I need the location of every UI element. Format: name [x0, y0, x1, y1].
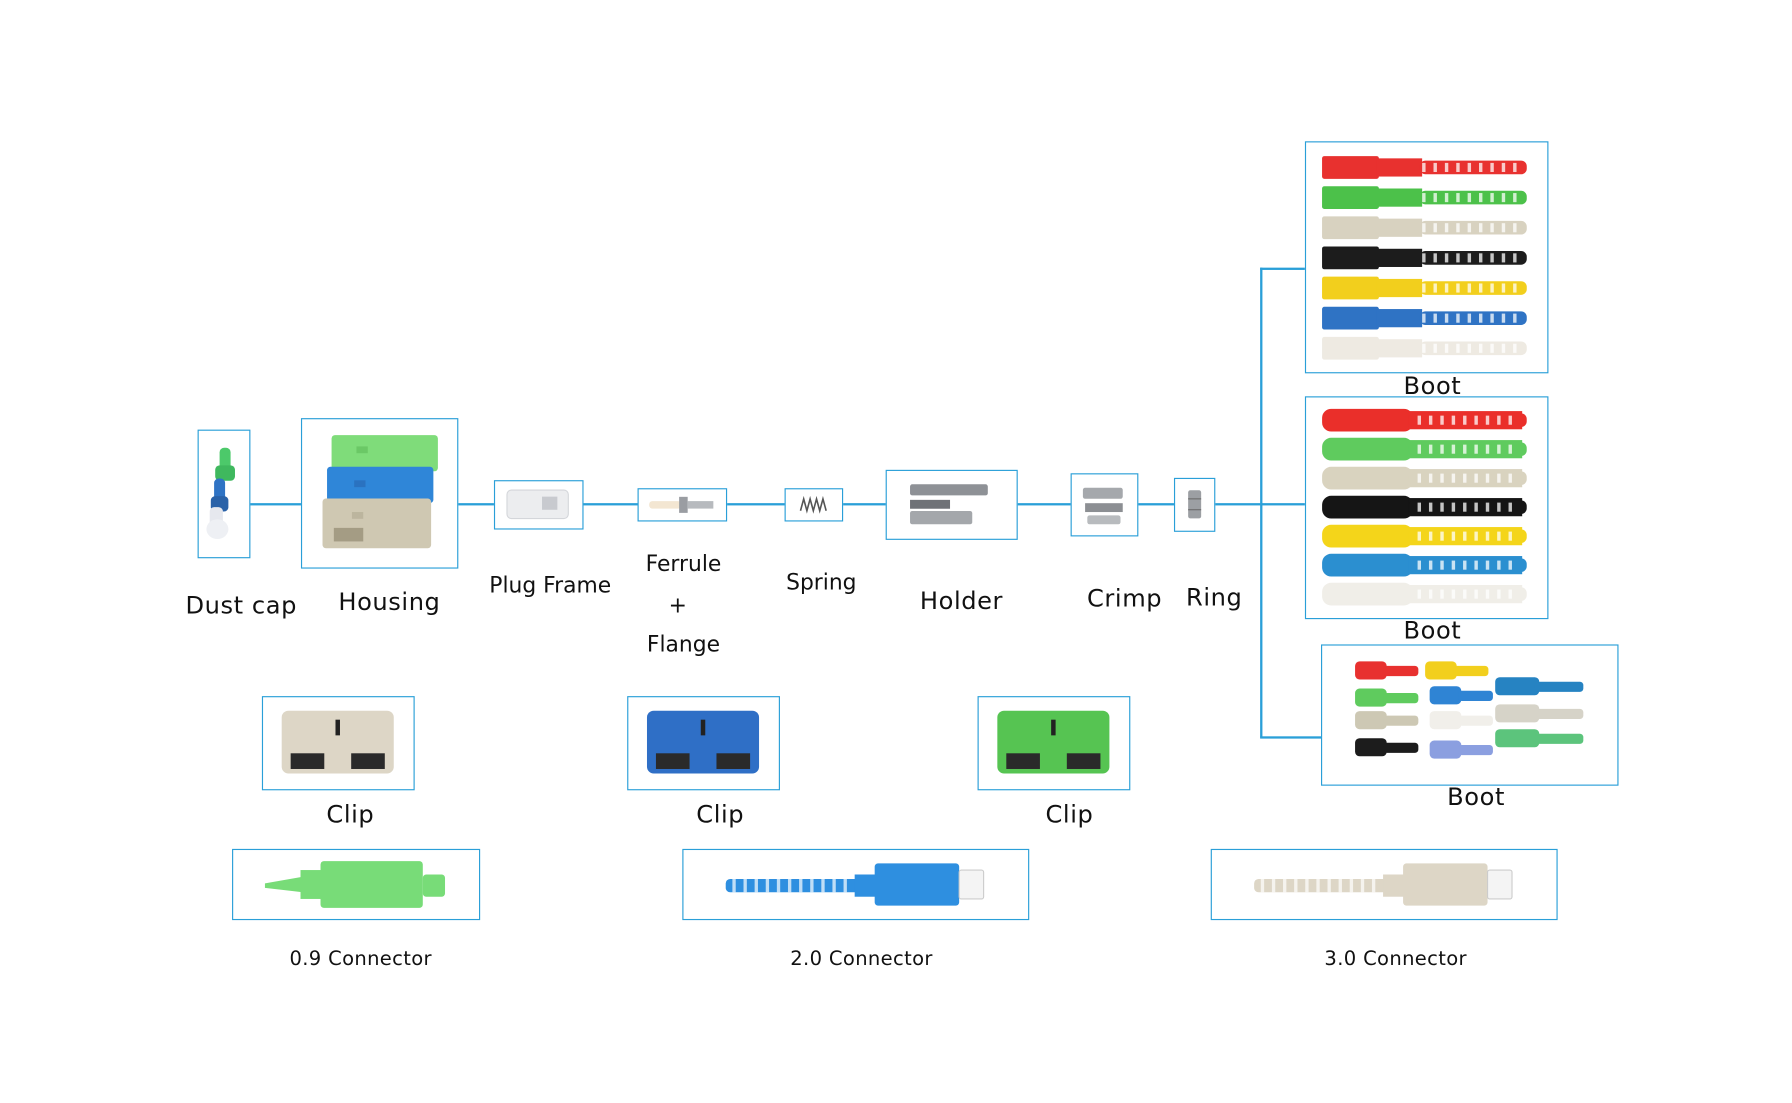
housing-image — [300, 418, 459, 569]
clip-label-1: Clip — [326, 800, 375, 829]
boot-image-2 — [1304, 396, 1549, 620]
boot-piece — [1429, 686, 1493, 705]
flange-label: Flange — [646, 631, 721, 658]
connector-0-9-image — [232, 848, 481, 921]
boot-label-1: Boot — [1403, 372, 1462, 400]
connector-drawing — [725, 863, 985, 906]
connector-2-0-label: 2.0 Connector — [790, 947, 933, 971]
clip-image-3 — [977, 696, 1131, 791]
boot-piece — [1322, 336, 1527, 360]
crimp-image — [1070, 473, 1139, 537]
connector-drawing — [264, 861, 446, 908]
connector-2-0-image — [682, 848, 1030, 921]
plus-sign: + — [668, 592, 687, 619]
crimp-label: Crimp — [1087, 584, 1163, 613]
spring-image — [784, 488, 844, 522]
clip-key — [335, 719, 340, 736]
clip-port — [290, 753, 325, 769]
boot-branch-2 — [1260, 503, 1305, 505]
boot-piece — [1322, 186, 1527, 209]
boot-piece — [1322, 246, 1527, 270]
boot-piece — [1322, 582, 1527, 606]
spring-label: Spring — [786, 569, 857, 596]
boot-piece — [1495, 704, 1584, 723]
ring-image — [1173, 477, 1216, 532]
clip-port — [655, 753, 690, 769]
boot-branch-3 — [1260, 736, 1322, 739]
dust-cap-image — [197, 429, 251, 559]
connector-3-0-label: 3.0 Connector — [1324, 947, 1467, 971]
dust-cap-label: Dust cap — [185, 591, 297, 620]
boot-piece — [1355, 738, 1419, 757]
clip-port — [351, 753, 385, 769]
connector-3-0-image — [1210, 848, 1558, 921]
boot-piece — [1355, 688, 1419, 707]
ferrule-flange-image — [637, 488, 728, 522]
boot-piece — [1429, 740, 1493, 759]
clip-key — [1051, 719, 1056, 736]
boot-piece — [1322, 466, 1527, 490]
plug-frame-image — [493, 480, 584, 530]
boot-piece — [1429, 711, 1493, 730]
boot-piece — [1322, 437, 1527, 461]
boot-piece — [1355, 661, 1419, 680]
boot-branch-vertical — [1260, 267, 1262, 738]
clip-image-2 — [627, 696, 780, 791]
ring-label: Ring — [1185, 583, 1243, 612]
boot-piece — [1322, 553, 1527, 577]
ferrule-label: Ferrule — [645, 551, 722, 577]
clip-port — [1006, 753, 1040, 769]
plug-frame-label: Plug Frame — [489, 573, 612, 599]
boot-piece — [1322, 216, 1527, 240]
holder-label: Holder — [919, 586, 1004, 615]
clip-label-2: Clip — [696, 800, 745, 829]
boot-branch-1 — [1260, 267, 1305, 270]
housing-label: Housing — [338, 588, 441, 616]
boot-label-2: Boot — [1403, 616, 1462, 645]
boot-piece — [1495, 677, 1584, 696]
boot-image-3 — [1321, 644, 1619, 786]
clip-key — [700, 719, 706, 736]
main-connector-line — [249, 503, 1261, 505]
boot-piece — [1322, 408, 1527, 432]
clip-port — [716, 753, 751, 769]
connector-drawing — [1254, 863, 1513, 906]
boot-piece — [1322, 524, 1527, 548]
boot-piece — [1322, 156, 1527, 179]
clip-image-1 — [261, 696, 415, 791]
boot-piece — [1495, 729, 1584, 748]
boot-piece — [1322, 306, 1527, 330]
connector-0-9-label: 0.9 Connector — [289, 947, 432, 971]
boot-piece — [1322, 495, 1527, 519]
clip-label-3: Clip — [1045, 800, 1094, 829]
boot-image-1 — [1304, 141, 1549, 374]
holder-image — [885, 469, 1018, 540]
boot-label-3: Boot — [1447, 783, 1505, 811]
clip-port — [1066, 753, 1101, 769]
boot-piece — [1322, 276, 1527, 300]
boot-piece — [1425, 661, 1489, 680]
boot-piece — [1355, 711, 1419, 730]
